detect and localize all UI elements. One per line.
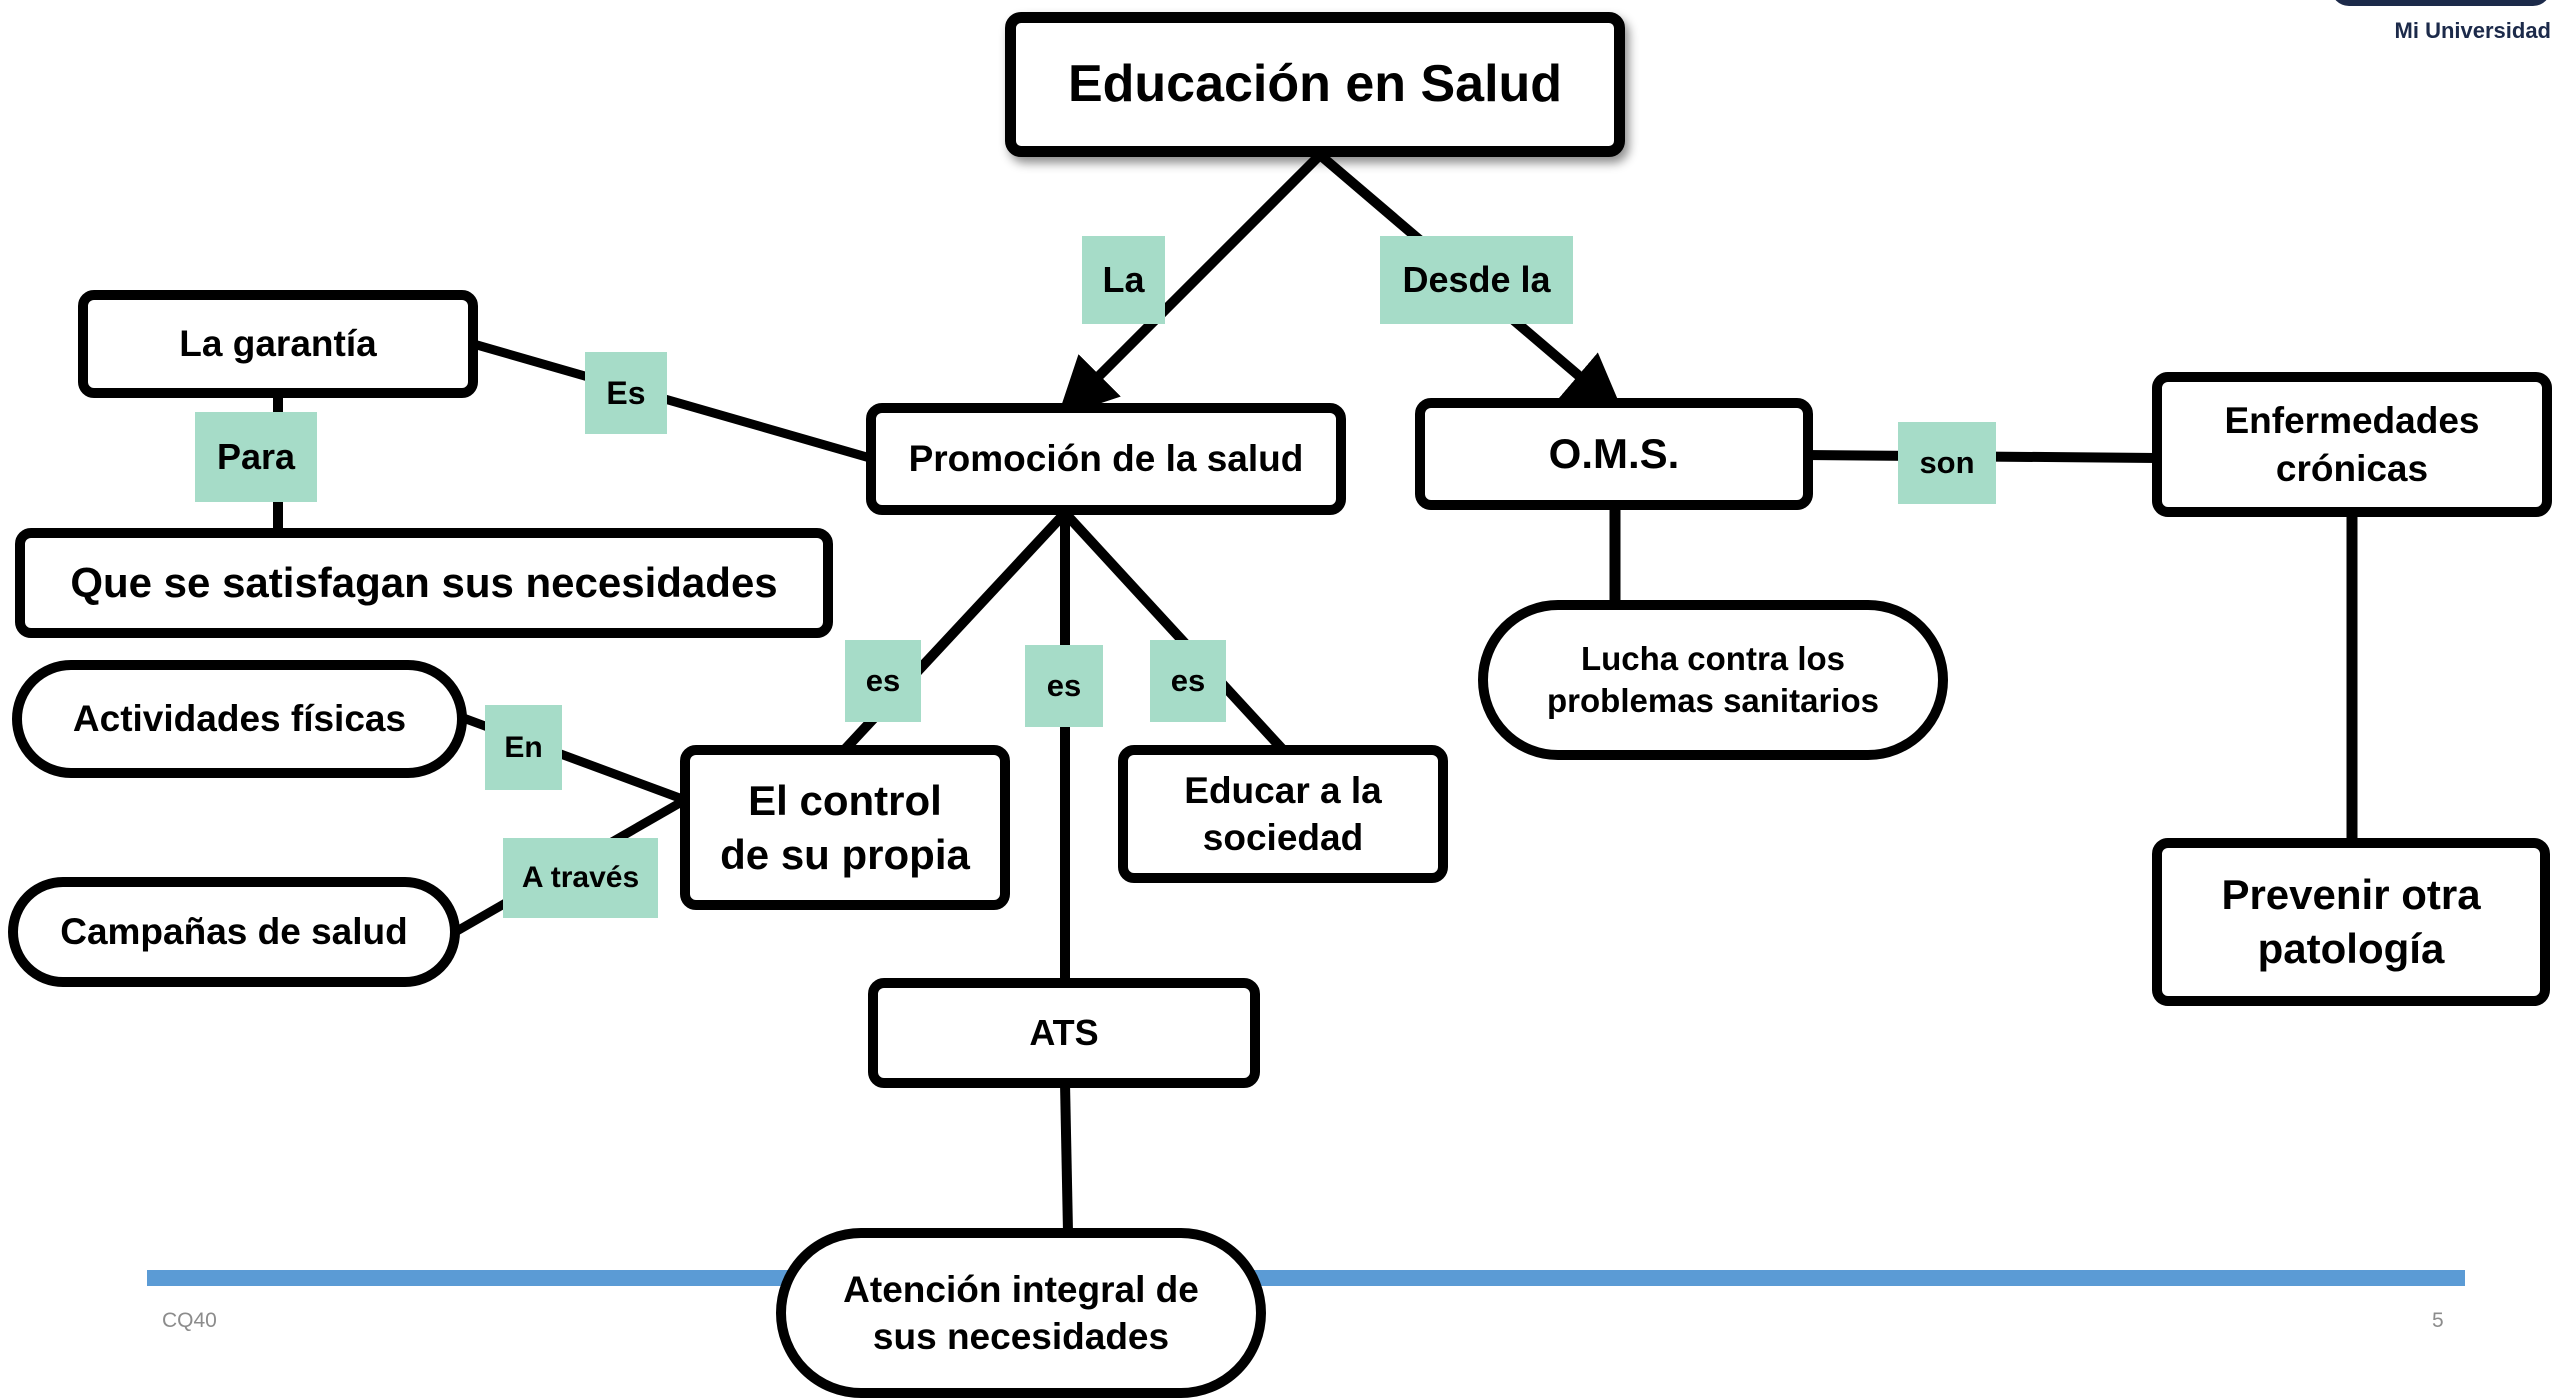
link-es-ats: es [1025, 645, 1103, 727]
node-educacion-en-salud: Educación en Salud [1005, 12, 1625, 157]
logo-tagline: Mi Universidad [2394, 18, 2551, 43]
link-en: En [485, 705, 562, 790]
node-enfermedades-cronicas: Enfermedades crónicas [2152, 372, 2552, 517]
link-es: Es [585, 352, 667, 434]
node-que-se-satisfagan: Que se satisfagan sus necesidades [15, 528, 833, 638]
footer-bar [147, 1270, 2465, 1286]
node-el-control: El control de su propia [680, 745, 1010, 910]
edge-promocion-educar [1061, 509, 1289, 756]
link-es-control: es [845, 640, 921, 722]
node-lucha-contra: Lucha contra los problemas sanitarios [1478, 600, 1948, 760]
footer-left-label: CQ40 [162, 1309, 217, 1332]
link-desde-la: Desde la [1380, 236, 1573, 324]
node-atencion-integral: Atención integral de sus necesidades [776, 1228, 1266, 1398]
node-prevenir-otra-patologia: Prevenir otra patología [2152, 838, 2550, 1006]
university-logo-mark [2335, 0, 2547, 6]
page-number: 5 [2432, 1309, 2444, 1332]
link-son: son [1898, 422, 1996, 504]
node-campanas-de-salud: Campañas de salud [8, 877, 460, 987]
edge-root-promocion [1057, 151, 1324, 418]
link-es-educar: es [1150, 640, 1226, 722]
edge-garantia-promocion [468, 338, 872, 463]
link-la: La [1082, 236, 1165, 324]
node-actividades-fisicas: Actividades físicas [12, 660, 467, 778]
edge-ats-atencion [1060, 1082, 1073, 1233]
node-oms: O.M.S. [1415, 398, 1813, 510]
node-educar-a-la-sociedad: Educar a la sociedad [1118, 745, 1448, 883]
link-a-traves: A través [503, 838, 658, 918]
node-ats: ATS [868, 978, 1260, 1088]
node-la-garantia: La garantía [78, 290, 478, 398]
link-para: Para [195, 412, 317, 502]
node-promocion-de-la-salud: Promoción de la salud [866, 403, 1346, 515]
